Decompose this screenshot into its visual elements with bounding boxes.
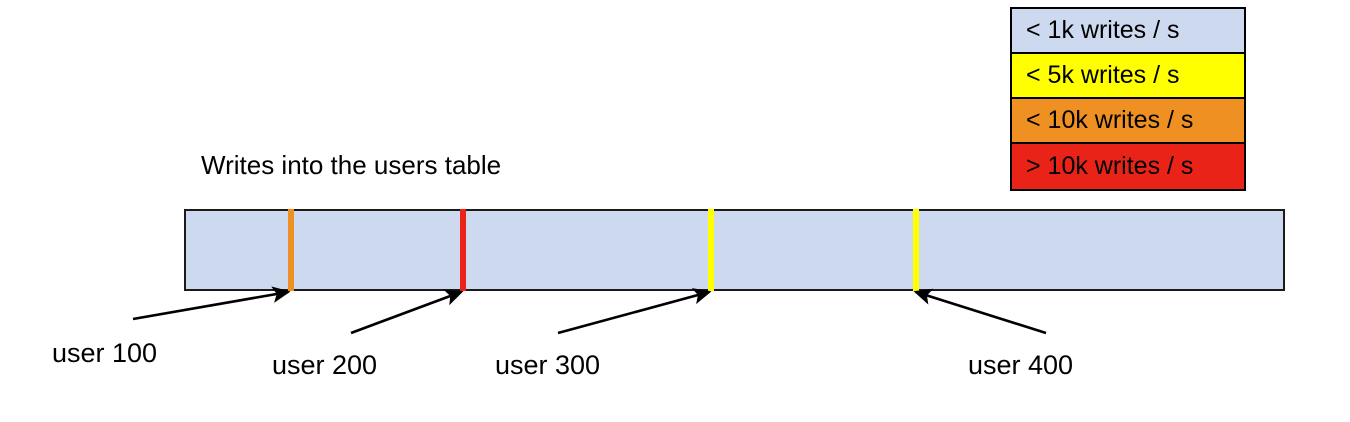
legend-item-label: < 10k writes / s [1026,106,1194,134]
arrow-user-200 [350,289,464,335]
legend-item-label: < 5k writes / s [1026,61,1180,89]
legend-item-lt-10k: < 10k writes / s [1012,99,1244,144]
callout-label-user-400: user 400 [968,350,1074,380]
arrow-user-100 [132,286,291,321]
legend-item-label: > 10k writes / s [1026,152,1194,180]
legend-item-lt-1k: < 1k writes / s [1012,9,1244,54]
legend-item-gt-10k: > 10k writes / s [1012,144,1244,189]
arrow-user-400 [913,288,1047,335]
user-100-stripe [288,209,294,291]
user-300-stripe [708,209,714,291]
legend-item-label: < 1k writes / s [1026,16,1180,44]
arrow-group [132,286,1047,335]
user-200-stripe [460,209,466,291]
legend: < 1k writes / s < 5k writes / s < 10k wr… [1010,7,1246,191]
callout-label-user-300: user 300 [495,350,601,380]
chart-title: Writes into the users table [201,150,502,180]
callout-label-user-100: user 100 [52,338,158,368]
legend-item-lt-5k: < 5k writes / s [1012,54,1244,99]
user-400-stripe [913,209,919,291]
users-table-bar [184,209,1285,291]
callout-label-user-200: user 200 [272,350,378,380]
bar-body [184,209,1285,291]
arrow-user-300 [557,288,712,335]
